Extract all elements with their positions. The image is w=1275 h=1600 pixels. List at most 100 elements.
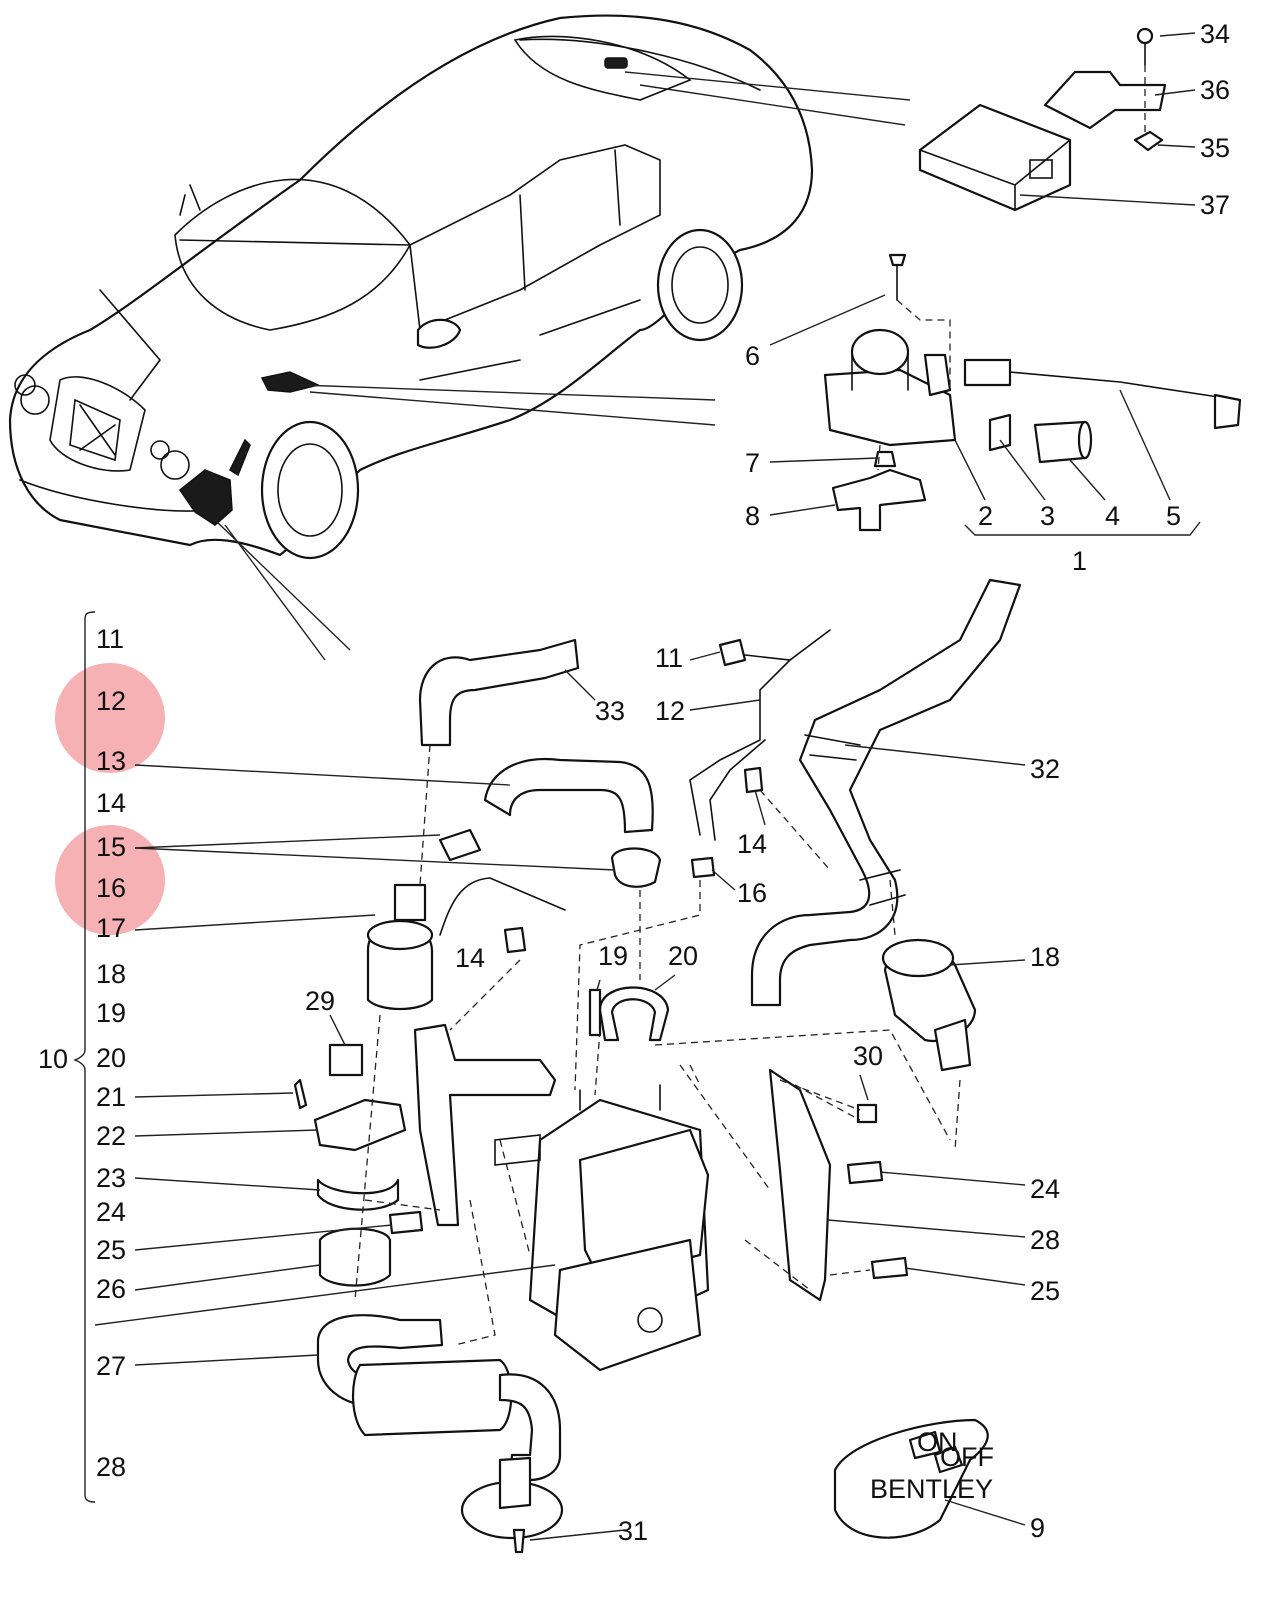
sensor-11[interactable] bbox=[718, 638, 747, 667]
callout-leader-lines bbox=[73, 32, 1201, 1541]
callout-3[interactable]: 3 bbox=[1040, 501, 1055, 531]
bracket-8[interactable] bbox=[831, 468, 927, 532]
callout-25[interactable]: 25 bbox=[1030, 1276, 1060, 1306]
callout-7[interactable]: 7 bbox=[745, 448, 760, 478]
list-item-27[interactable]: 27 bbox=[96, 1351, 126, 1381]
callout-18[interactable]: 18 bbox=[1030, 942, 1060, 972]
screw-34[interactable] bbox=[1136, 27, 1154, 45]
callout-4[interactable]: 4 bbox=[1105, 501, 1120, 531]
screw-19[interactable] bbox=[588, 988, 602, 1037]
callout-14a[interactable]: 14 bbox=[737, 829, 767, 859]
callout-5[interactable]: 5 bbox=[1166, 501, 1181, 531]
left-part-list: 10 11 12 13 14 15 16 17 18 19 20 21 22 2… bbox=[38, 624, 126, 1482]
callout-36[interactable]: 36 bbox=[1200, 75, 1230, 105]
plate-28[interactable] bbox=[768, 1068, 832, 1302]
sensor-location-icon bbox=[260, 371, 321, 393]
bolt-25b[interactable] bbox=[870, 1256, 909, 1280]
list-item-12[interactable]: 12 bbox=[96, 686, 126, 716]
list-item-25[interactable]: 25 bbox=[96, 1235, 126, 1265]
callout-14b[interactable]: 14 bbox=[455, 943, 485, 973]
list-item-28[interactable]: 28 bbox=[96, 1452, 126, 1482]
callout-35[interactable]: 35 bbox=[1200, 133, 1230, 163]
list-item-13[interactable]: 13 bbox=[96, 746, 126, 776]
heater-location-icon bbox=[178, 469, 233, 526]
callout-12[interactable]: 12 bbox=[655, 696, 685, 726]
list-item-20[interactable]: 20 bbox=[96, 1043, 126, 1073]
bolt-25a[interactable] bbox=[388, 1210, 424, 1235]
list-item-19[interactable]: 19 bbox=[96, 998, 126, 1028]
list-item-15[interactable]: 15 bbox=[96, 832, 126, 862]
heater-components: ON OFF BENTLEY bbox=[293, 578, 1022, 1554]
callout-20[interactable]: 20 bbox=[668, 941, 698, 971]
nut-7[interactable] bbox=[873, 450, 897, 468]
callout-34[interactable]: 34 bbox=[1200, 19, 1230, 49]
list-item-26[interactable]: 26 bbox=[96, 1274, 126, 1304]
filter-4[interactable] bbox=[1033, 420, 1087, 464]
callout-37[interactable]: 37 bbox=[1200, 190, 1230, 220]
remote-brand-label: BENTLEY bbox=[870, 1474, 993, 1504]
list-item-18[interactable]: 18 bbox=[96, 959, 126, 989]
nut-30[interactable] bbox=[856, 1103, 878, 1124]
valve-assembly bbox=[823, 253, 1242, 532]
sleeve-26[interactable] bbox=[318, 1227, 392, 1287]
car-illustration bbox=[8, 14, 814, 560]
clamp-20[interactable] bbox=[598, 986, 670, 1042]
callout-33[interactable]: 33 bbox=[595, 696, 625, 726]
highlight-circle-15-16[interactable] bbox=[55, 825, 165, 935]
clamp-15b[interactable] bbox=[610, 847, 662, 888]
callout-6[interactable]: 6 bbox=[745, 341, 760, 371]
hose-32[interactable] bbox=[750, 578, 1022, 1007]
clip-14a[interactable] bbox=[743, 766, 764, 794]
bolt-29[interactable] bbox=[328, 1043, 364, 1077]
list-item-24[interactable]: 24 bbox=[96, 1197, 126, 1227]
clamp-15a[interactable] bbox=[438, 828, 482, 862]
callout-2[interactable]: 2 bbox=[978, 501, 993, 531]
callout-16[interactable]: 16 bbox=[737, 878, 767, 908]
clamp-3[interactable] bbox=[988, 413, 1012, 452]
bolt-6[interactable] bbox=[888, 253, 907, 267]
clip-14b[interactable] bbox=[503, 926, 527, 954]
assembly-dashed-lines bbox=[354, 744, 961, 1346]
exhaust-pipe-27[interactable] bbox=[316, 1314, 444, 1407]
strap-23[interactable] bbox=[316, 1178, 400, 1211]
highlight-markers bbox=[55, 663, 165, 935]
callout-11[interactable]: 11 bbox=[655, 643, 683, 673]
callout-8[interactable]: 8 bbox=[745, 501, 760, 531]
callout-numbers: 34 36 35 37 6 7 8 2 3 4 5 1 11 12 33 32 … bbox=[305, 19, 1230, 1546]
callout-31[interactable]: 31 bbox=[618, 1516, 648, 1546]
group-label-10[interactable]: 10 bbox=[38, 1044, 68, 1074]
bracket-22[interactable] bbox=[313, 1098, 407, 1152]
hose-33[interactable] bbox=[418, 638, 580, 747]
callout-9[interactable]: 9 bbox=[1030, 1513, 1045, 1543]
list-item-21[interactable]: 21 bbox=[96, 1082, 126, 1112]
bracket-left[interactable] bbox=[413, 1023, 557, 1227]
car-leader-lines bbox=[214, 71, 911, 661]
screw-31[interactable] bbox=[512, 1528, 526, 1554]
callout-30[interactable]: 30 bbox=[853, 1041, 883, 1071]
list-item-16[interactable]: 16 bbox=[96, 873, 126, 903]
callout-24[interactable]: 24 bbox=[1030, 1174, 1060, 1204]
list-item-14[interactable]: 14 bbox=[96, 788, 126, 818]
remote-on-label: ON bbox=[917, 1427, 958, 1457]
roof-module-icon bbox=[604, 57, 628, 69]
highlight-circle-12[interactable] bbox=[55, 663, 165, 773]
callout-29[interactable]: 29 bbox=[305, 986, 335, 1016]
mounting-bracket-36[interactable] bbox=[1043, 70, 1167, 130]
remote-off-label: OFF bbox=[940, 1442, 994, 1472]
list-item-23[interactable]: 23 bbox=[96, 1163, 126, 1193]
callout-19[interactable]: 19 bbox=[598, 941, 628, 971]
list-item-17[interactable]: 17 bbox=[96, 913, 126, 943]
remote-off-button[interactable] bbox=[933, 1445, 964, 1474]
bolt-24[interactable] bbox=[846, 1160, 884, 1185]
callout-1[interactable]: 1 bbox=[1072, 546, 1087, 576]
list-item-11[interactable]: 11 bbox=[96, 624, 124, 654]
callout-28[interactable]: 28 bbox=[1030, 1225, 1060, 1255]
nut-35[interactable] bbox=[1133, 130, 1164, 152]
nut-16[interactable] bbox=[690, 856, 716, 879]
hose-13[interactable] bbox=[483, 758, 654, 834]
list-item-22[interactable]: 22 bbox=[96, 1121, 126, 1151]
screw-21[interactable] bbox=[293, 1078, 308, 1110]
callout-32[interactable]: 32 bbox=[1030, 754, 1060, 784]
control-unit-assembly bbox=[918, 27, 1167, 212]
